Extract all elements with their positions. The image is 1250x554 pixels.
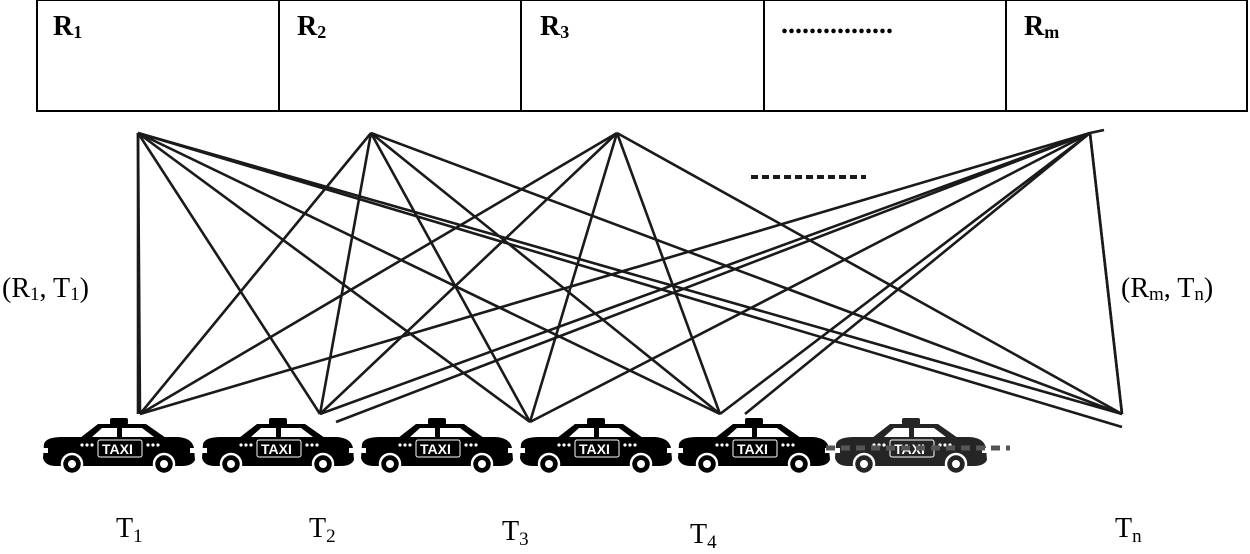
taxi-sign-text: TAXI xyxy=(261,441,292,457)
taxi-sign-text: TAXI xyxy=(420,441,451,457)
taxi-icon: TAXI xyxy=(518,416,674,476)
taxi-label-1: T1 xyxy=(116,513,143,547)
taxi-label-4: T4 xyxy=(690,519,717,553)
assignment-edge xyxy=(138,132,373,415)
resource-label-3: R3 xyxy=(540,11,569,42)
assignment-edge xyxy=(529,131,1091,424)
assignment-edge xyxy=(369,132,532,423)
taxi-icon: TAXI xyxy=(200,416,356,476)
taxi-label-2: T2 xyxy=(309,513,336,547)
assignment-edge xyxy=(719,131,1091,416)
assignment-edge xyxy=(528,132,619,423)
taxi-label-3: T3 xyxy=(502,516,529,550)
assignment-edge xyxy=(139,131,1091,416)
taxi-icon: TAXI xyxy=(676,416,832,476)
taxi-sign-text: TAXI xyxy=(579,441,610,457)
assignment-edge xyxy=(1089,128,1105,135)
assignment-edges xyxy=(136,128,1124,429)
resource-table: R1 R2 R3 ................ Rm xyxy=(36,0,1248,112)
taxi-sign-text: TAXI xyxy=(737,441,768,457)
assignment-edge xyxy=(616,131,1123,416)
assignment-edge xyxy=(319,132,618,415)
edge-label-rm-tn: (Rm, Tn) xyxy=(1121,273,1213,305)
resource-label-m: Rm xyxy=(1024,11,1059,42)
assignment-edge xyxy=(370,131,721,416)
assignment-edge xyxy=(1088,132,1124,415)
assignment-edge xyxy=(318,132,373,415)
assignment-edge xyxy=(137,131,721,416)
assignment-edge xyxy=(319,131,1091,416)
edge-label-r1-t1: (R1, T1) xyxy=(2,273,89,305)
assignment-edge xyxy=(136,132,322,415)
taxi-fleet: TAXI TAXI TAXI TAXI TAXI TAXI xyxy=(41,416,1010,476)
assignment-edge xyxy=(137,131,1123,416)
assignment-edge xyxy=(139,131,618,416)
table-border xyxy=(36,0,1248,112)
taxi-icon: TAXI xyxy=(359,416,515,476)
taxi-label-n: Tn xyxy=(1115,513,1142,547)
assignment-edge xyxy=(137,131,1123,429)
resource-ellipsis: ................ xyxy=(781,9,893,40)
assignment-edge xyxy=(335,131,1091,424)
assignment-edge xyxy=(744,131,1091,416)
assignment-edge xyxy=(370,131,1123,416)
assignment-edge xyxy=(615,132,722,415)
taxi-icon: TAXI xyxy=(41,416,197,476)
resource-label-1: R1 xyxy=(53,11,82,42)
taxi-sign-text: TAXI xyxy=(102,441,133,457)
resource-label-2: R2 xyxy=(297,11,326,42)
